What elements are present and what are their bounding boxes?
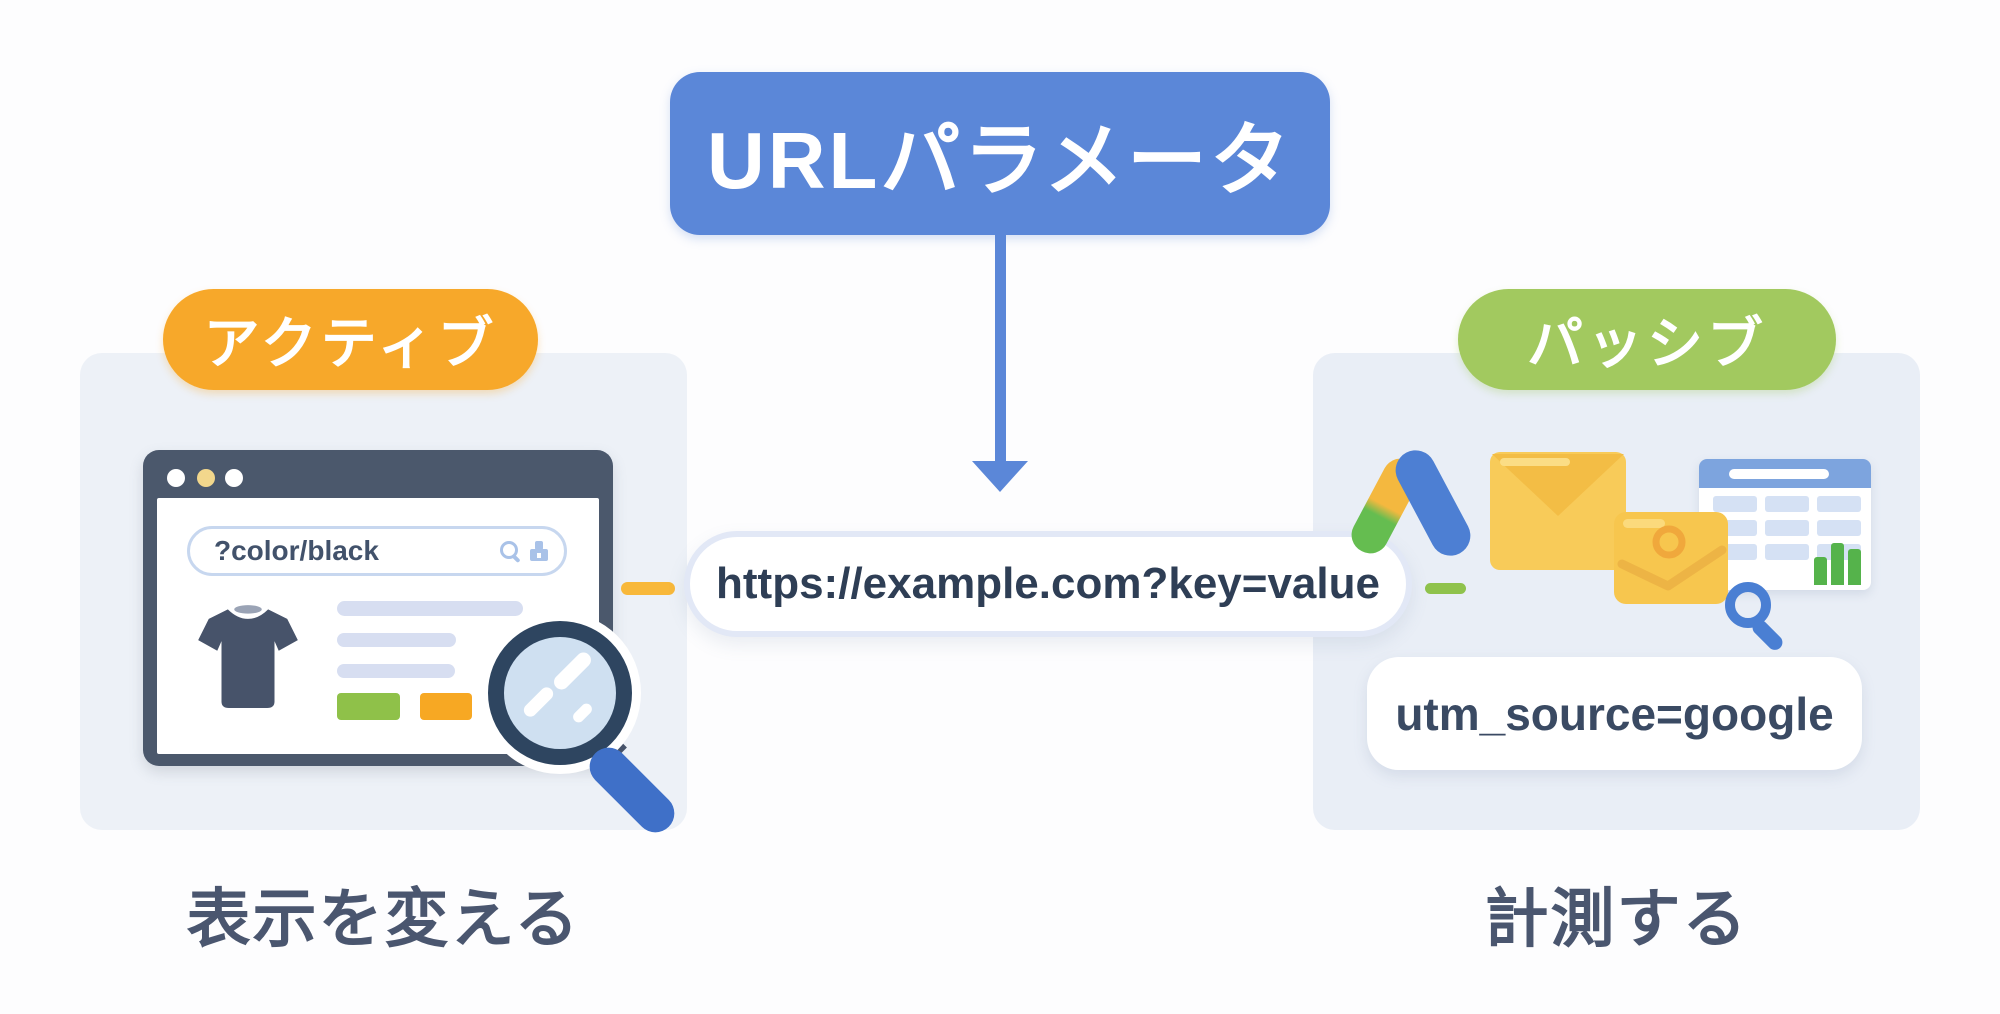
url-pill: https://example.com?key=value	[684, 531, 1412, 637]
product-text-line	[337, 664, 455, 678]
spreadsheet-title-stripe	[1729, 469, 1829, 479]
down-arrow-icon	[995, 235, 1006, 463]
bar-chart-icon	[1814, 557, 1827, 585]
search-icon	[500, 541, 521, 564]
marker-icon	[530, 541, 548, 561]
bar-chart-icon	[1848, 549, 1861, 585]
active-badge-label: アクティブ	[203, 312, 498, 375]
bar-chart-icon	[1831, 543, 1844, 585]
orange-button-shape	[420, 693, 472, 720]
passive-badge-label: パッシブ	[1527, 312, 1767, 375]
window-control-dot	[225, 469, 243, 487]
envelope-small-icon	[1614, 512, 1728, 604]
window-control-dot	[197, 469, 215, 487]
connector-dash-left	[621, 582, 675, 595]
address-bar: ?color/black	[187, 526, 567, 576]
active-caption: 表示を変える	[186, 883, 581, 955]
passive-caption: 計測する	[1484, 883, 1749, 955]
envelope-icon	[1490, 452, 1626, 570]
product-text-line	[337, 633, 456, 647]
utm-code-box: utm_source=google	[1367, 657, 1862, 770]
connector-dash-right	[1425, 583, 1466, 594]
magnifier-icon	[488, 621, 632, 765]
browser-body: ?color/black	[157, 498, 599, 754]
title-box: URLパラメータ	[670, 72, 1330, 235]
utm-code-text: utm_source=google	[1395, 687, 1834, 740]
down-arrow-head-icon	[972, 461, 1028, 492]
address-text: ?color/black	[214, 535, 379, 566]
search-small-icon	[1725, 582, 1771, 628]
passive-badge: パッシブ	[1458, 289, 1836, 390]
active-badge: アクティブ	[163, 289, 538, 390]
product-text-line	[337, 601, 523, 616]
tshirt-icon	[198, 605, 298, 708]
window-control-dot	[167, 469, 185, 487]
page-title: URLパラメータ	[706, 115, 1293, 205]
green-button-shape	[337, 693, 400, 720]
address-bar-icons	[500, 541, 548, 564]
url-text: https://example.com?key=value	[716, 559, 1380, 608]
